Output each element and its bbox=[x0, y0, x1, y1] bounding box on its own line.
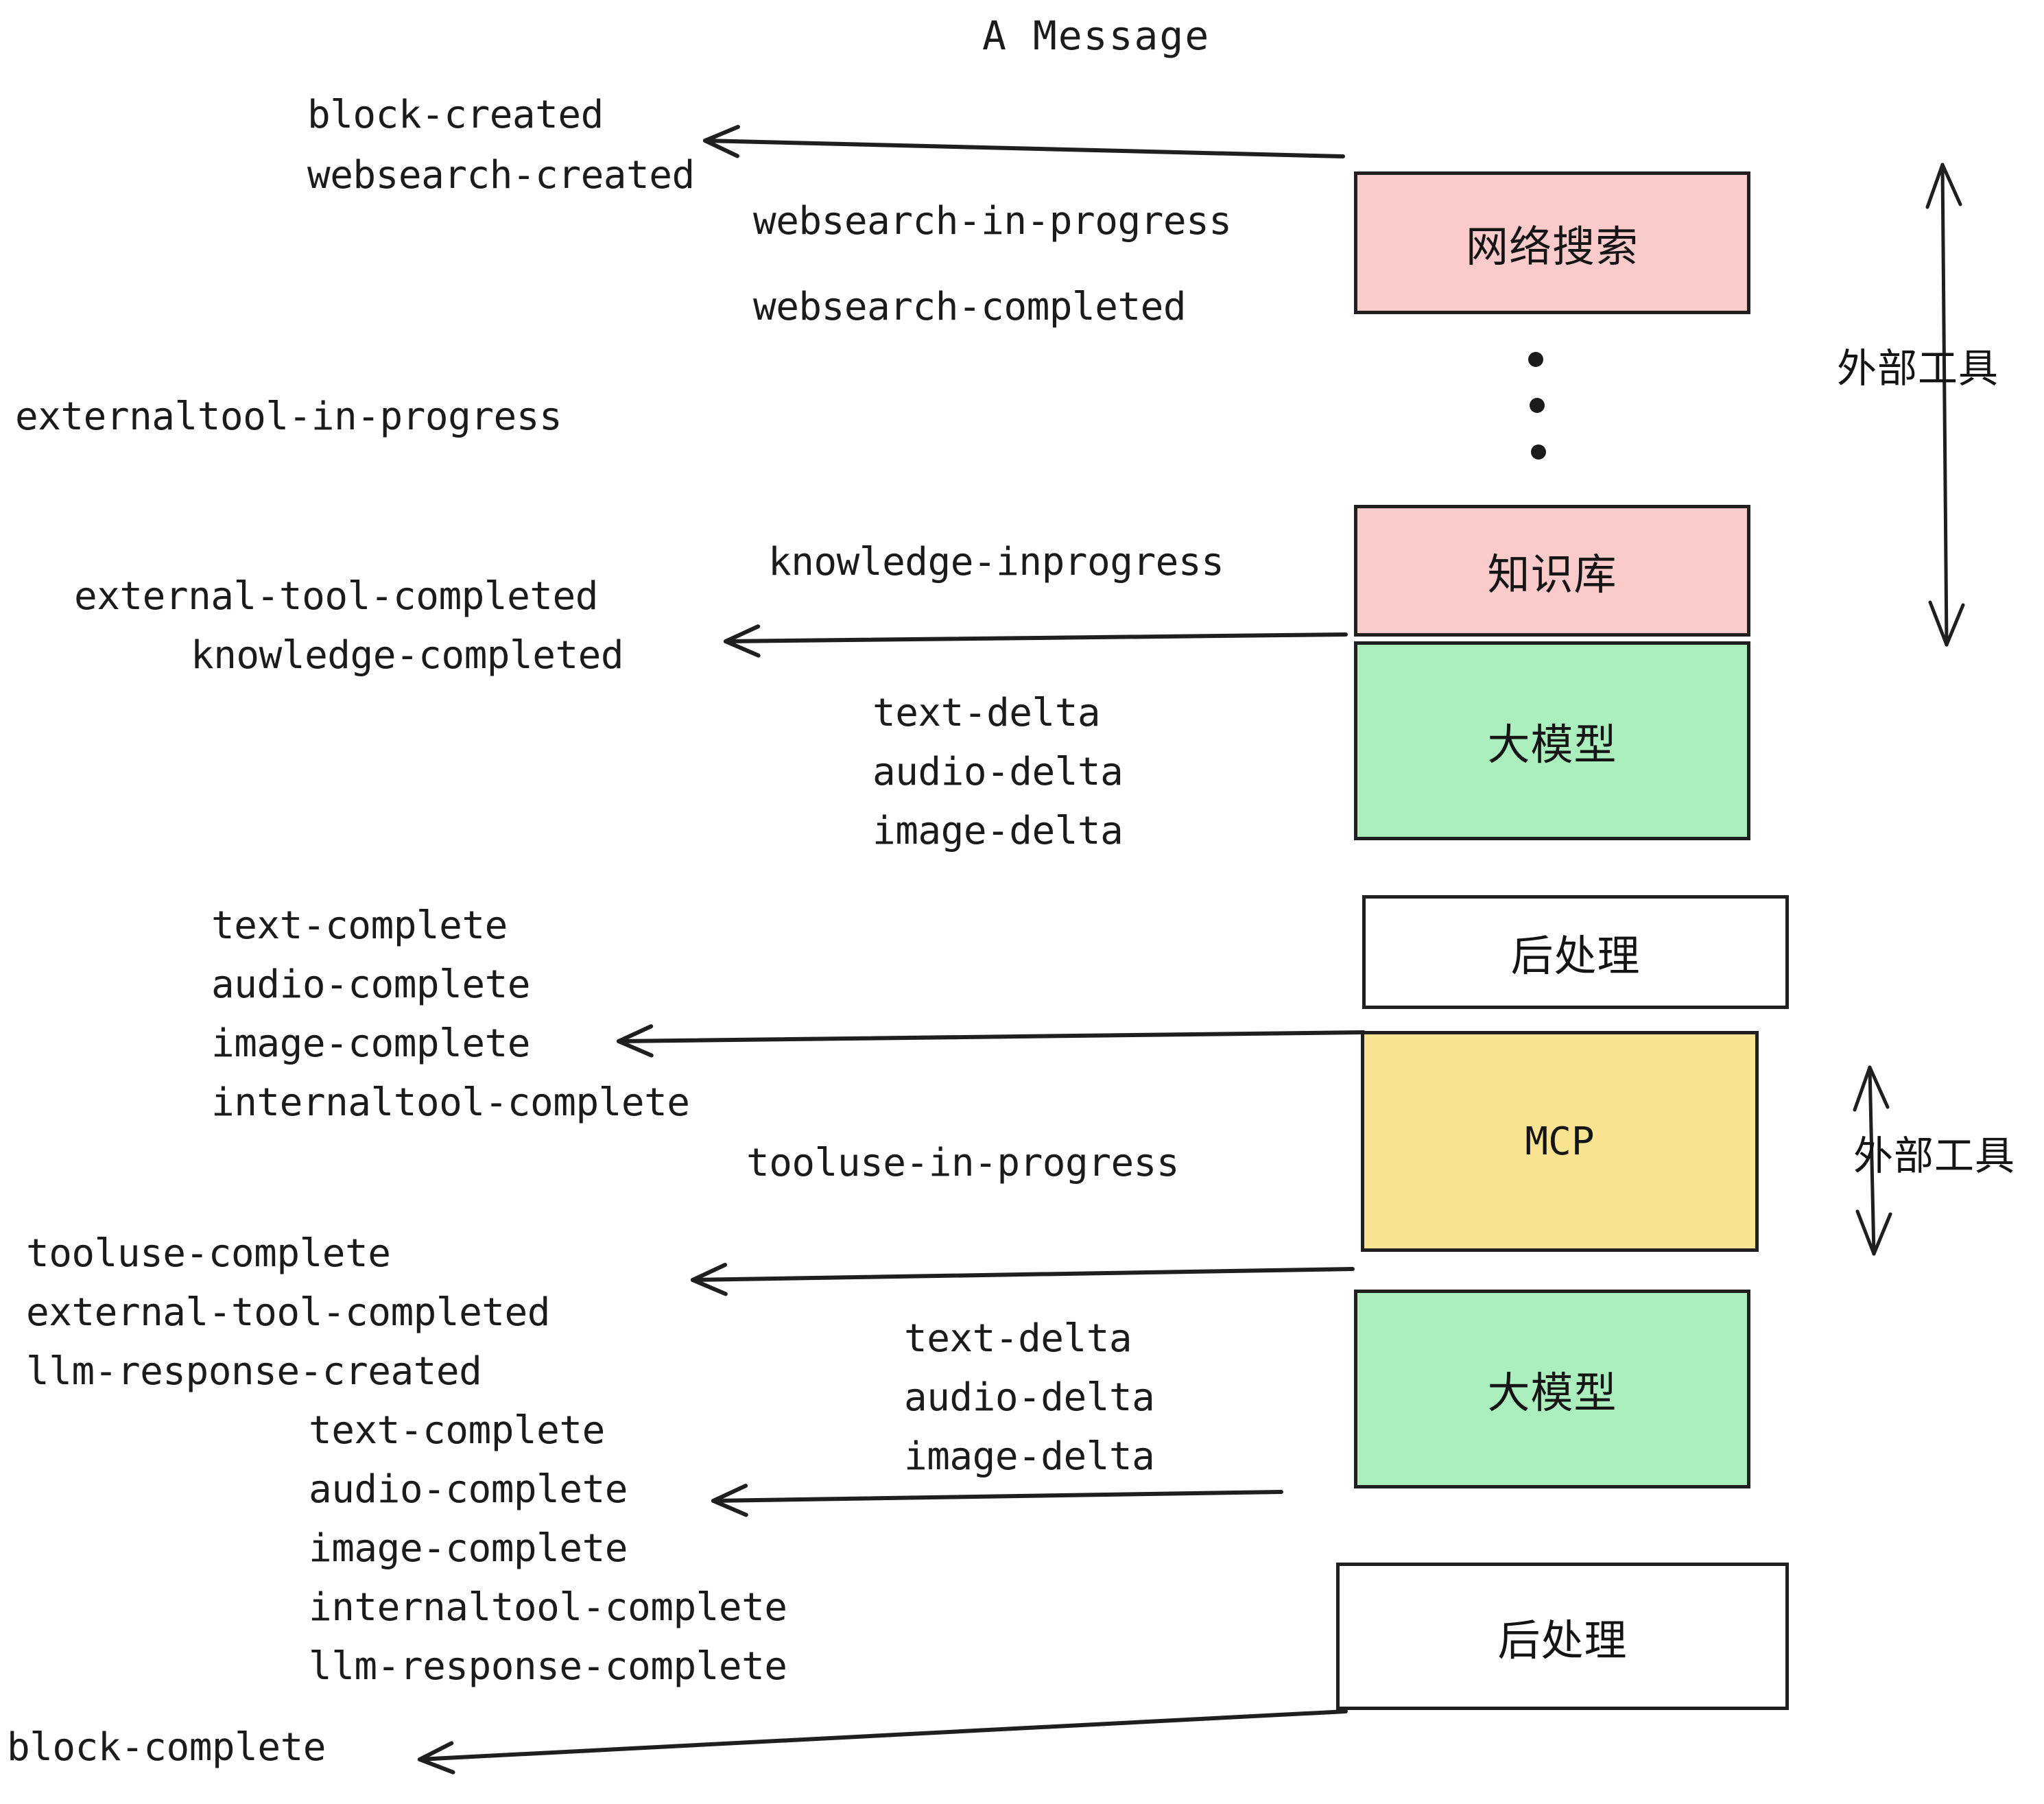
node-llm-1[interactable]: 大模型 bbox=[1354, 641, 1750, 840]
node-mcp[interactable]: MCP bbox=[1361, 1031, 1759, 1252]
arrow-block-complete-icon bbox=[418, 1709, 1348, 1775]
event-label-llm-response-created: llm-response-created bbox=[26, 1349, 482, 1394]
event-label-text-delta-1: text-delta bbox=[872, 691, 1101, 735]
event-label-block-complete: block-complete bbox=[7, 1725, 326, 1770]
ellipsis-dot bbox=[1528, 352, 1543, 367]
event-label-audio-delta-2: audio-delta bbox=[904, 1375, 1155, 1420]
event-label-text-complete-2: text-complete bbox=[309, 1408, 605, 1453]
node-label: 后处理 bbox=[1497, 1615, 1628, 1665]
event-label-knowledge-inprogress: knowledge-inprogress bbox=[768, 540, 1224, 584]
arrow-block-created-icon bbox=[703, 124, 1345, 158]
event-label-llm-response-complete: llm-response-complete bbox=[309, 1644, 787, 1689]
event-label-image-delta-2: image-delta bbox=[904, 1434, 1155, 1479]
event-label-audio-complete-1: audio-complete bbox=[211, 962, 531, 1007]
node-label: 大模型 bbox=[1487, 1368, 1617, 1418]
event-label-audio-delta-1: audio-delta bbox=[872, 750, 1124, 794]
event-label-text-delta-2: text-delta bbox=[904, 1316, 1132, 1361]
event-label-internaltool-complete-2: internaltool-complete bbox=[309, 1585, 787, 1630]
event-label-image-complete-1: image-complete bbox=[211, 1021, 531, 1066]
ellipsis-dot bbox=[1531, 444, 1546, 460]
event-label-block-created: block-created bbox=[307, 93, 604, 137]
event-label-audio-complete-2: audio-complete bbox=[309, 1467, 628, 1512]
page-title: A Message bbox=[982, 12, 1211, 59]
node-label: 大模型 bbox=[1487, 720, 1617, 770]
event-label-tooluse-in-progress: tooluse-in-progress bbox=[746, 1141, 1180, 1185]
event-label-externaltool-in-progress: externaltool-in-progress bbox=[15, 394, 562, 439]
event-label-websearch-created: websearch-created bbox=[307, 153, 695, 198]
node-knowledge[interactable]: 知识库 bbox=[1354, 505, 1750, 637]
node-label: MCP bbox=[1525, 1119, 1595, 1164]
node-websearch[interactable]: 网络搜索 bbox=[1354, 171, 1750, 314]
event-label-text-complete-1: text-complete bbox=[211, 903, 508, 948]
node-postprocess-1[interactable]: 后处理 bbox=[1362, 895, 1789, 1009]
arrow-tooluse-complete-icon bbox=[691, 1263, 1355, 1296]
node-postprocess-2[interactable]: 后处理 bbox=[1336, 1563, 1789, 1710]
event-label-external-tool-completed-2: external-tool-completed bbox=[26, 1290, 550, 1335]
node-label: 知识库 bbox=[1487, 549, 1617, 600]
node-label: 后处理 bbox=[1510, 931, 1641, 981]
event-label-websearch-completed: websearch-completed bbox=[753, 285, 1187, 329]
external-tools-bracket-top-icon bbox=[1925, 163, 1965, 647]
event-label-knowledge-completed: knowledge-completed bbox=[191, 633, 624, 678]
side-label-external-tools-bottom: 外部工具 bbox=[1853, 1132, 2016, 1179]
arrow-image-complete-icon bbox=[617, 1024, 1366, 1058]
arrow-audio-complete-icon bbox=[711, 1484, 1283, 1517]
event-label-websearch-in-progress: websearch-in-progress bbox=[753, 199, 1232, 244]
event-label-external-tool-completed-1: external-tool-completed bbox=[74, 574, 598, 619]
side-label-external-tools-top: 外部工具 bbox=[1837, 345, 1999, 392]
node-llm-2[interactable]: 大模型 bbox=[1354, 1290, 1750, 1488]
ellipsis-dot bbox=[1530, 398, 1545, 413]
node-label: 网络搜索 bbox=[1465, 222, 1639, 272]
event-label-internaltool-complete-1: internaltool-complete bbox=[211, 1080, 690, 1125]
event-label-tooluse-complete: tooluse-complete bbox=[26, 1231, 391, 1276]
event-label-image-delta-1: image-delta bbox=[872, 809, 1124, 853]
event-label-image-complete-2: image-complete bbox=[309, 1526, 628, 1571]
arrow-knowledge-done-icon bbox=[724, 624, 1348, 658]
